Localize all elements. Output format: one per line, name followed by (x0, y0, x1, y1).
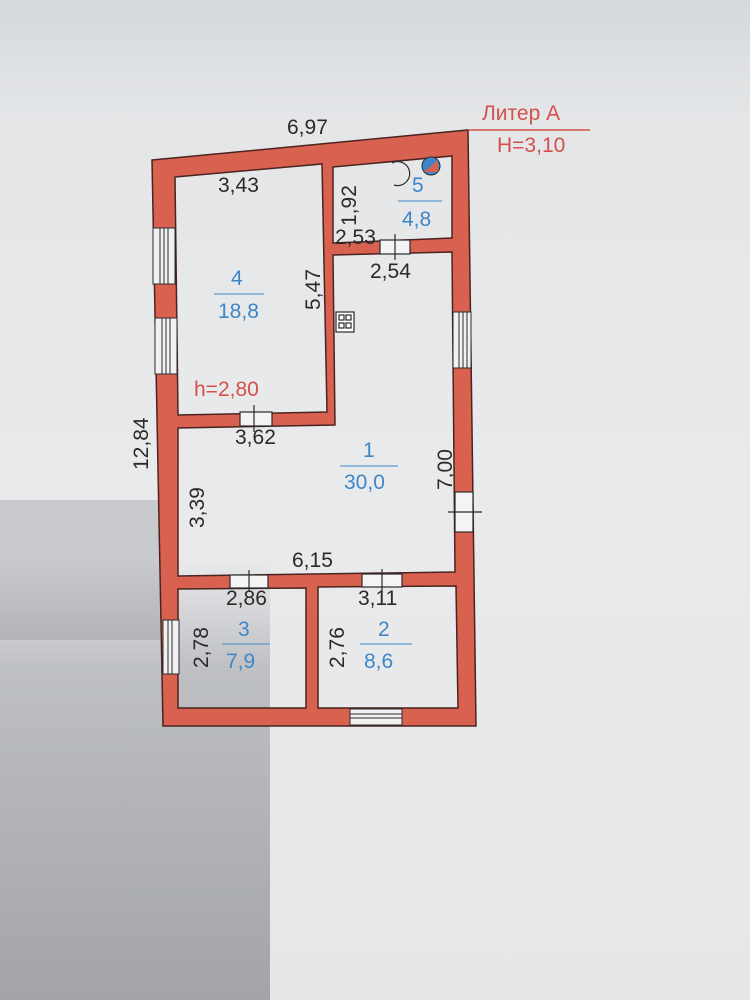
window-left-3 (162, 619, 180, 675)
room-4-label: 4 18,8 (214, 267, 264, 323)
ceiling-height: h=2,80 (194, 378, 259, 401)
boiler-icon (391, 156, 441, 187)
door-room5 (379, 234, 411, 260)
room-number: 4 (231, 267, 243, 290)
dim-room2-depth: 2,76 (326, 627, 349, 668)
room-number: 3 (238, 618, 250, 641)
dim-room5-width: 2,53 (335, 226, 376, 249)
room-area: 8,6 (364, 650, 393, 673)
room-number: 5 (412, 174, 424, 197)
dim-room3-width: 2,86 (226, 587, 267, 610)
room-5-label: 5 4,8 (398, 174, 442, 231)
window-bottom (349, 708, 403, 726)
room-1-label: 1 30,0 (340, 439, 398, 494)
dim-room4-bottom: 3,62 (235, 426, 276, 449)
room-area: 7,9 (226, 650, 255, 673)
dim-room1-depth: 7,00 (434, 449, 457, 490)
room-area: 18,8 (218, 300, 259, 323)
door-room3 (229, 570, 269, 592)
room-area: 30,0 (344, 471, 385, 494)
room-2-label: 2 8,6 (360, 618, 412, 673)
room-number: 2 (378, 618, 390, 641)
dim-room4-depth: 5,47 (302, 269, 325, 310)
dim-total-width: 6,97 (287, 116, 328, 139)
room-number: 1 (363, 439, 375, 462)
dim-room5-depth: 1,92 (338, 185, 361, 226)
litera-height: H=3,10 (497, 134, 565, 157)
window-right (452, 311, 472, 369)
dim-room3-depth: 2,78 (190, 627, 213, 668)
dim-room4-width: 3,43 (218, 174, 259, 197)
litera-name: Литер А (482, 102, 560, 125)
stove-icon (335, 311, 355, 333)
door-room4 (239, 405, 273, 432)
dim-room1-side: 3,39 (186, 487, 209, 528)
window-left-2 (154, 317, 178, 375)
door-room2 (361, 569, 403, 591)
dim-corridor-width: 2,54 (370, 260, 411, 283)
dim-room1-width: 6,15 (292, 549, 333, 572)
dim-total-length: 12,84 (130, 417, 153, 470)
dim-room2-width: 3,11 (358, 587, 397, 610)
room-area: 4,8 (402, 208, 431, 231)
room-3-label: 3 7,9 (222, 618, 270, 673)
window-left-1 (152, 227, 176, 285)
door-entrance (448, 491, 482, 533)
